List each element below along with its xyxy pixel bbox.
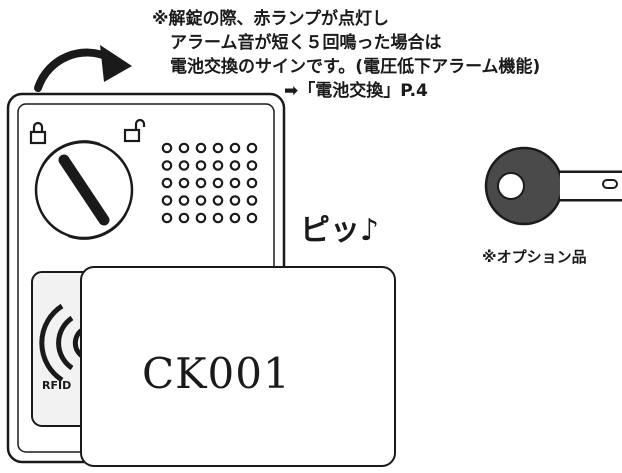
speaker-hole <box>178 212 190 224</box>
speaker-hole <box>246 195 258 206</box>
speaker-hole <box>161 212 173 224</box>
speaker-hole <box>212 142 224 154</box>
speaker-hole <box>161 160 173 171</box>
instruction-line-1: ※解錠の際、赤ランプが点灯し <box>152 9 390 29</box>
speaker-hole <box>229 160 241 171</box>
rfid-waves-icon <box>39 303 84 383</box>
speaker-hole <box>161 142 173 154</box>
card-id: CK001 <box>142 349 291 398</box>
speaker-hole <box>212 195 224 206</box>
speaker-hole <box>195 195 207 206</box>
beep-sound-text: ピッ♪ <box>300 213 380 248</box>
key-icon <box>484 146 622 226</box>
speaker-hole <box>246 212 258 224</box>
speaker-hole <box>246 160 258 171</box>
speaker-hole <box>212 160 224 171</box>
instruction-page-reference: ➡「電池交換」P.4 <box>284 81 428 101</box>
speaker-hole <box>178 195 190 206</box>
key-option-caption: ※オプション品 <box>482 248 587 266</box>
speaker-hole <box>229 195 241 206</box>
rfid-label: RFID <box>42 379 72 392</box>
lock-open-icon <box>123 118 146 143</box>
instruction-line-2: アラーム音が短く５回鳴った場合は <box>170 33 442 53</box>
speaker-hole <box>246 142 258 154</box>
speaker-hole <box>178 160 190 171</box>
rfid-card: CK001 <box>80 266 396 467</box>
lock-closed-icon <box>29 121 47 145</box>
speaker-hole <box>195 160 207 171</box>
speaker-hole <box>229 142 241 154</box>
speaker-hole <box>195 177 207 189</box>
speaker-hole <box>229 212 241 224</box>
speaker-hole <box>212 212 224 224</box>
speaker-grille-icon <box>161 142 258 224</box>
speaker-hole <box>212 177 224 189</box>
speaker-hole <box>246 177 258 189</box>
rotate-arrow-icon <box>34 45 132 92</box>
speaker-hole <box>161 195 173 206</box>
instruction-line-3: 電池交換のサインです。(電圧低下アラーム機能) <box>170 57 541 77</box>
speaker-hole <box>178 177 190 189</box>
speaker-hole <box>195 142 207 154</box>
speaker-hole <box>161 177 173 189</box>
thumb-turn-icon <box>34 140 134 240</box>
speaker-hole <box>178 142 190 154</box>
speaker-hole <box>195 212 207 224</box>
speaker-hole <box>229 177 241 189</box>
